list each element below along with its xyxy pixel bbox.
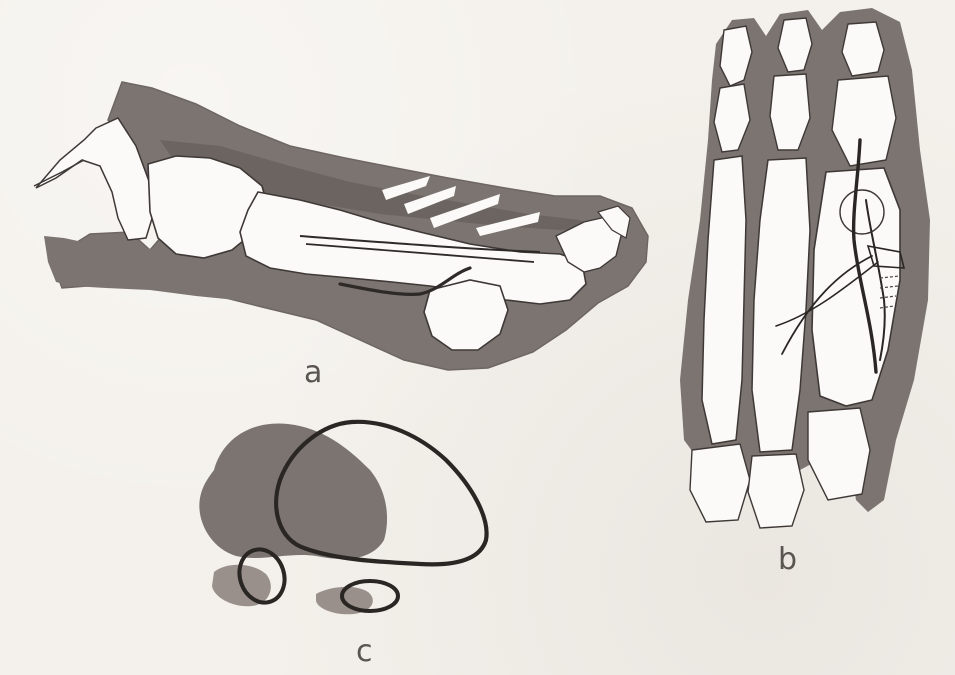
figure-a-lateral-foot [34,82,648,370]
figure-b-tarsal-2 [748,454,804,528]
figure-b-great-toe [842,22,884,76]
figure-c-cross-section [199,422,486,614]
figure-b-tarsal-3 [808,408,870,500]
figure-c-label: c [356,637,373,667]
figure-b-label: b [778,545,797,575]
figure-b-tarsal-1 [690,444,750,522]
figure-c-shadow-main [199,423,387,558]
figure-b-dorsal-foot [680,8,930,528]
figure-a-label: a [304,358,322,388]
